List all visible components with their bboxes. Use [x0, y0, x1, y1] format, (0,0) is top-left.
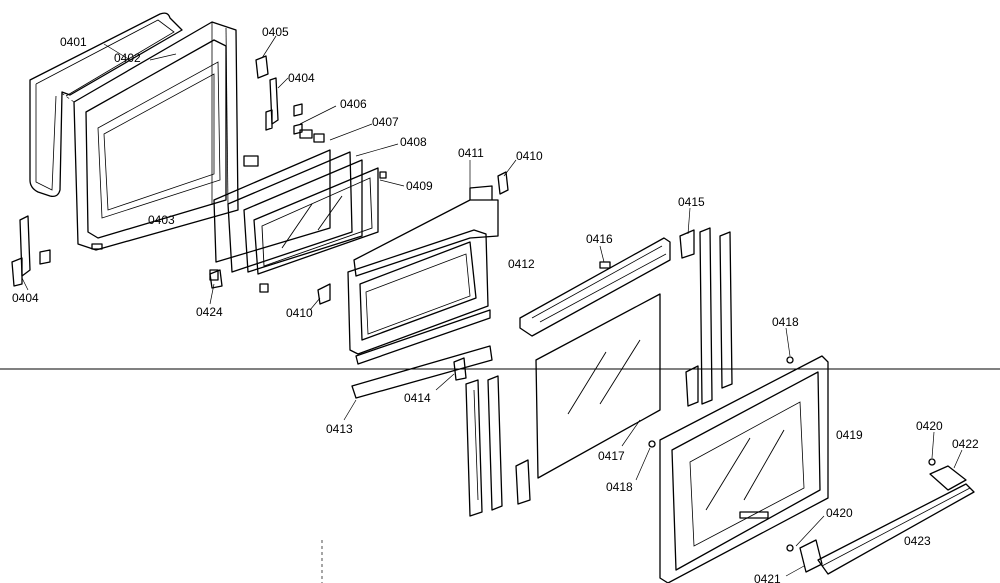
callout-0424: 0424 [196, 305, 223, 319]
callout-0412: 0412 [508, 257, 535, 271]
callout-0422: 0422 [952, 437, 979, 451]
callout-leaders [21, 35, 963, 577]
callout-0410-left: 0410 [286, 306, 313, 320]
callout-0407: 0407 [372, 115, 399, 129]
callout-0409: 0409 [406, 179, 433, 193]
side-rail-right [679, 227, 733, 407]
callout-0402: 0402 [114, 51, 141, 65]
handle-assembly [786, 458, 975, 575]
callout-0404-lower: 0404 [12, 291, 39, 305]
callout-0418-upper: 0418 [772, 315, 799, 329]
outer-door-frame [659, 355, 829, 583]
door-seal-gasket [29, 12, 183, 198]
callout-0416: 0416 [586, 232, 613, 246]
inner-glass-pack [209, 129, 387, 293]
callout-labels: 0401 0402 0403 0404 0404 0405 0406 0407 … [12, 25, 979, 583]
hinge-lower [11, 215, 51, 287]
callout-0423: 0423 [904, 534, 931, 548]
clip-0414 [453, 357, 467, 381]
screw-0418-upper [786, 356, 794, 364]
callout-0413: 0413 [326, 422, 353, 436]
top-trim-channel [519, 237, 671, 337]
callout-0421: 0421 [754, 572, 781, 583]
callout-0411: 0411 [458, 146, 484, 160]
callout-0418-lower: 0418 [606, 480, 633, 494]
callout-0406: 0406 [340, 97, 367, 111]
callout-0403: 0403 [148, 213, 175, 227]
callout-0417: 0417 [598, 449, 625, 463]
callout-0420-upper: 0420 [916, 419, 943, 433]
callout-0419: 0419 [836, 428, 863, 442]
clip-0424 [209, 269, 223, 289]
callout-0408: 0408 [400, 135, 427, 149]
bottom-strip [351, 309, 493, 399]
callout-0415: 0415 [678, 195, 705, 209]
callout-0414: 0414 [404, 391, 431, 405]
callout-0410-right: 0410 [516, 149, 543, 163]
screw-0418-lower [648, 440, 656, 448]
middle-frame [317, 171, 509, 355]
outer-glass-panel [535, 293, 661, 479]
callout-0420-lower: 0420 [826, 506, 853, 520]
side-rail-left [465, 375, 531, 517]
hinge-upper [255, 55, 303, 135]
callout-0404-upper: 0404 [288, 71, 315, 85]
callout-0405: 0405 [262, 25, 289, 39]
callout-0401: 0401 [60, 35, 87, 49]
door-inner-frame [59, 21, 239, 251]
